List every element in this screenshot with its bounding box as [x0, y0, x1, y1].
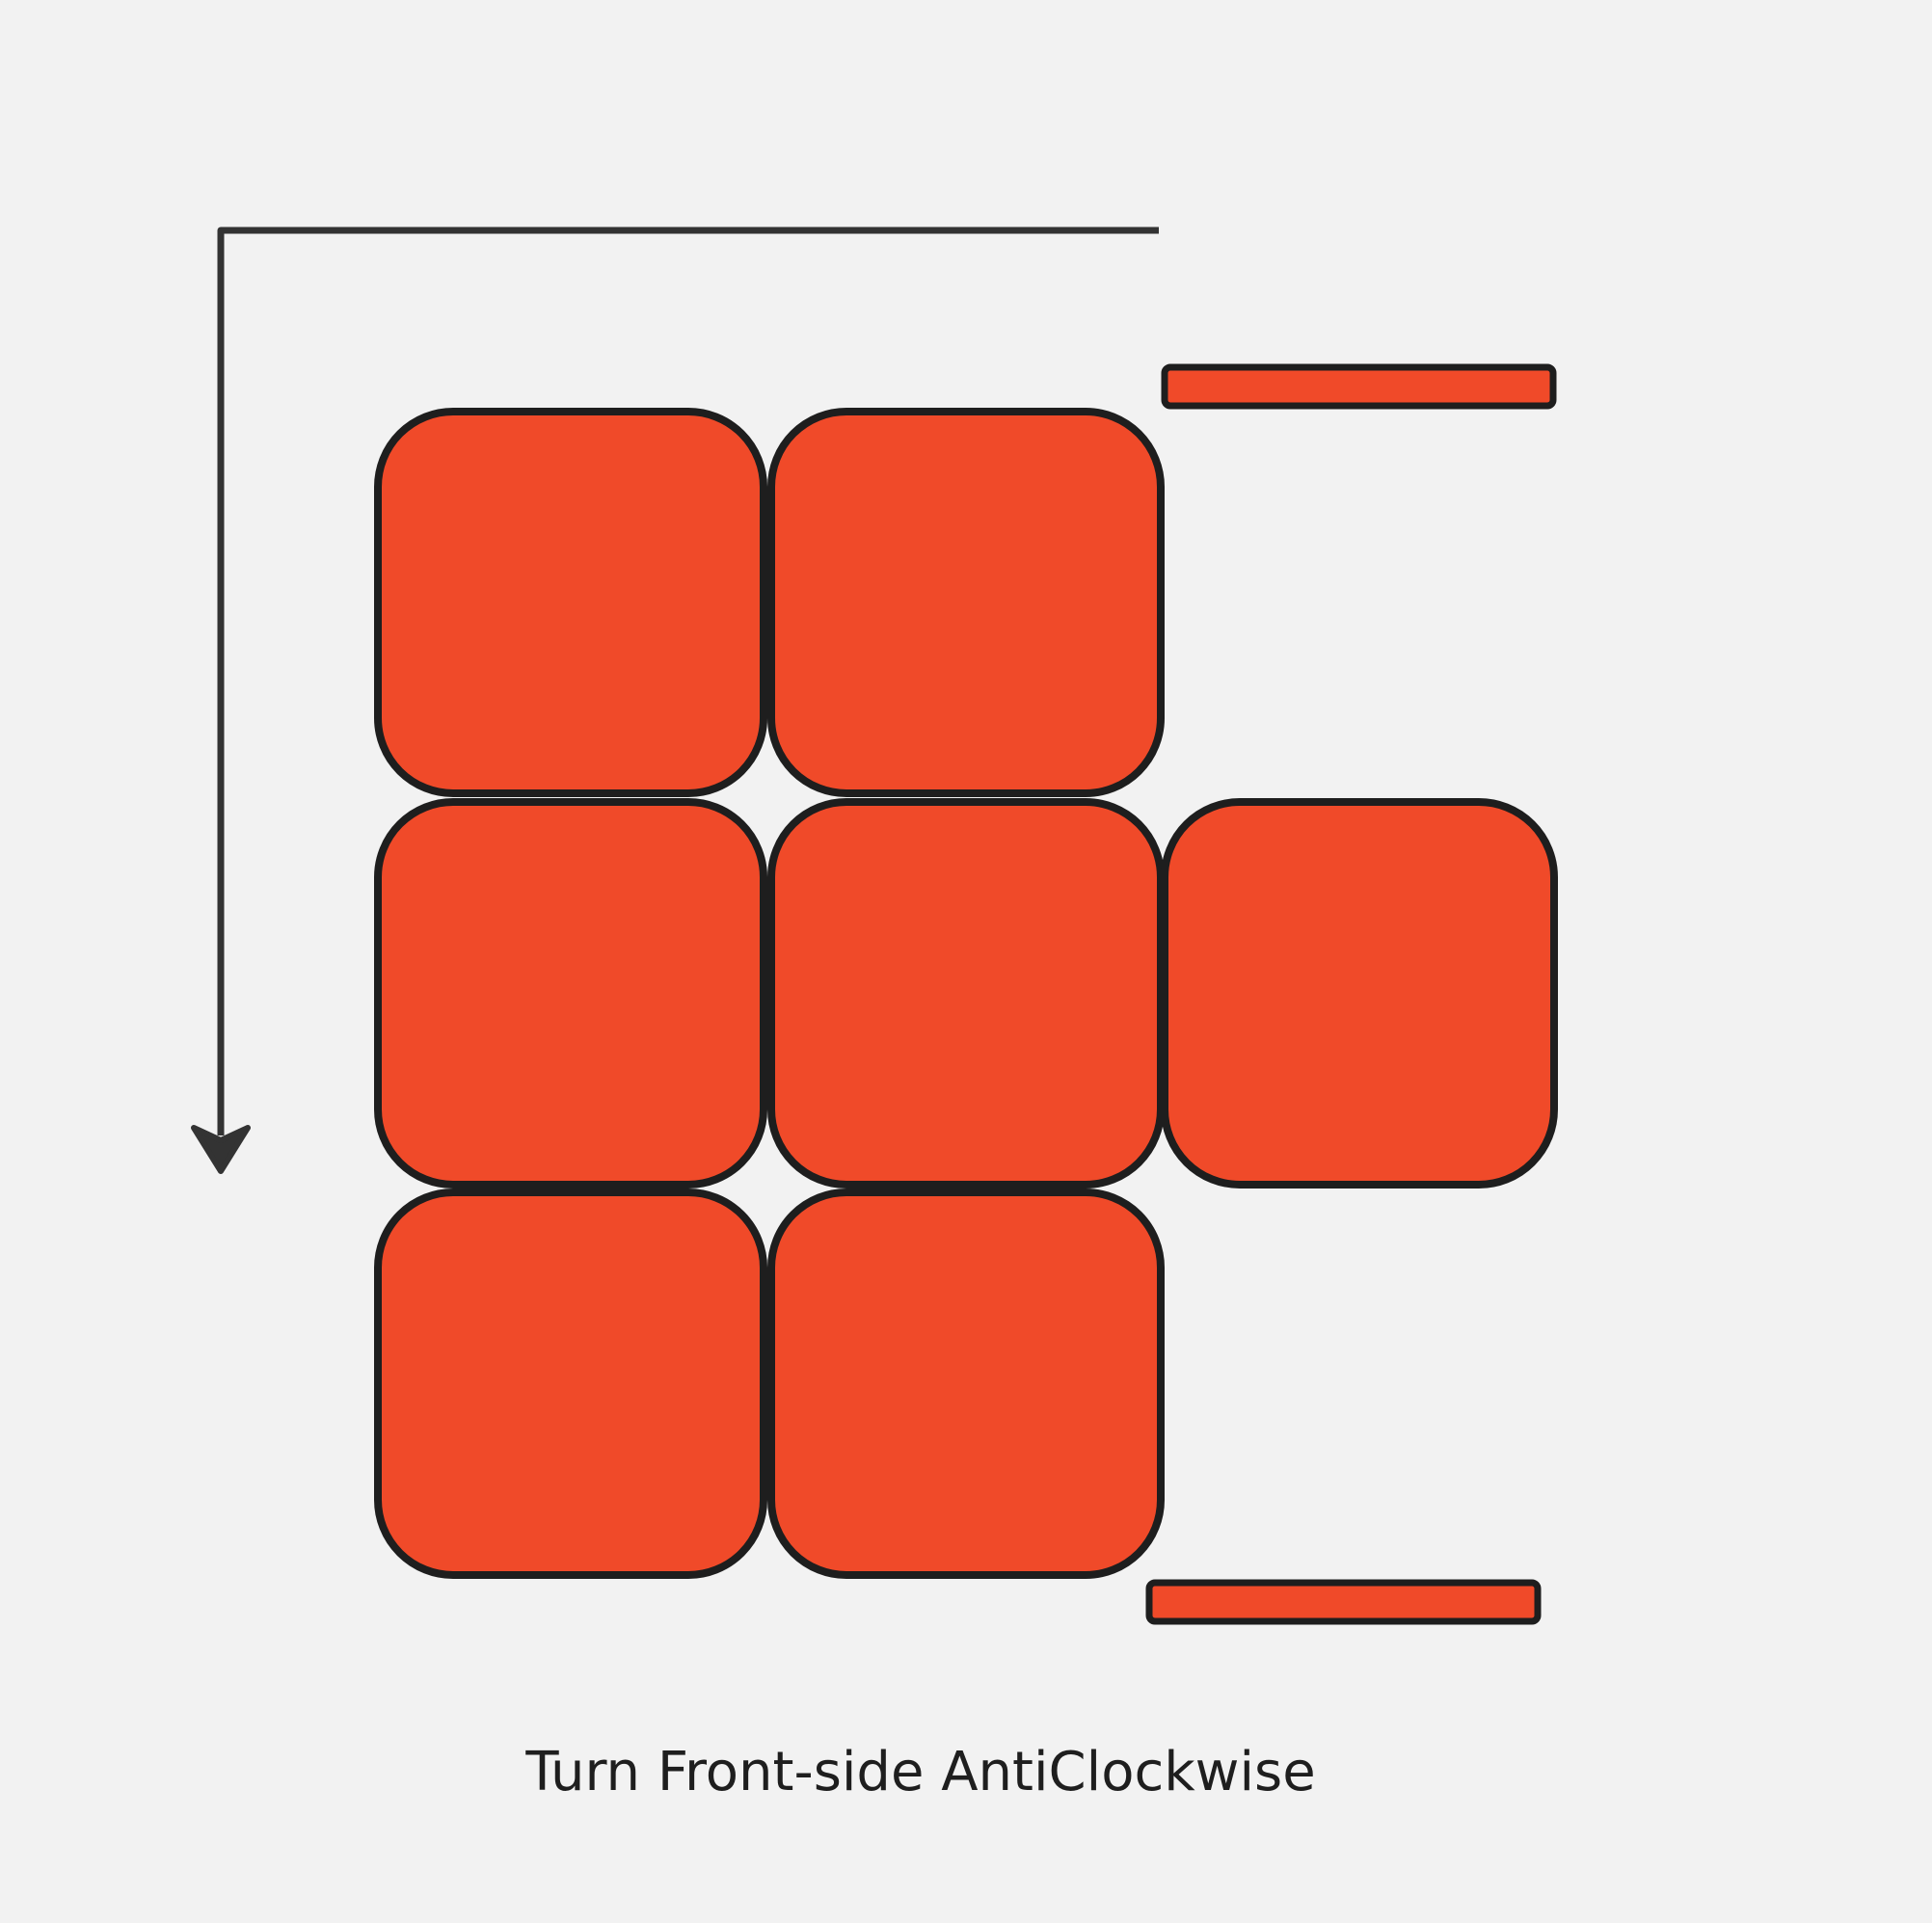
tile-r2-c3	[1161, 798, 1558, 1189]
tile-r1-c2	[767, 408, 1165, 797]
tile-r2-c2	[767, 798, 1165, 1189]
turn-arrow-line	[217, 227, 1159, 1135]
tile-r1-c1	[374, 408, 767, 797]
tile-r3-c1	[374, 1189, 767, 1579]
side-strip-bottom-right	[1145, 1579, 1542, 1625]
diagram-caption: Turn Front-side AntiClockwise	[525, 1741, 1316, 1803]
side-strip-top-right	[1161, 363, 1557, 410]
arrow-down-icon	[191, 1125, 251, 1174]
tile-r2-c1	[374, 798, 767, 1189]
cube-face	[374, 408, 1558, 1579]
tile-r3-c2	[767, 1189, 1165, 1579]
side-strips	[1145, 363, 1557, 1625]
turn-arrow	[191, 227, 1159, 1174]
